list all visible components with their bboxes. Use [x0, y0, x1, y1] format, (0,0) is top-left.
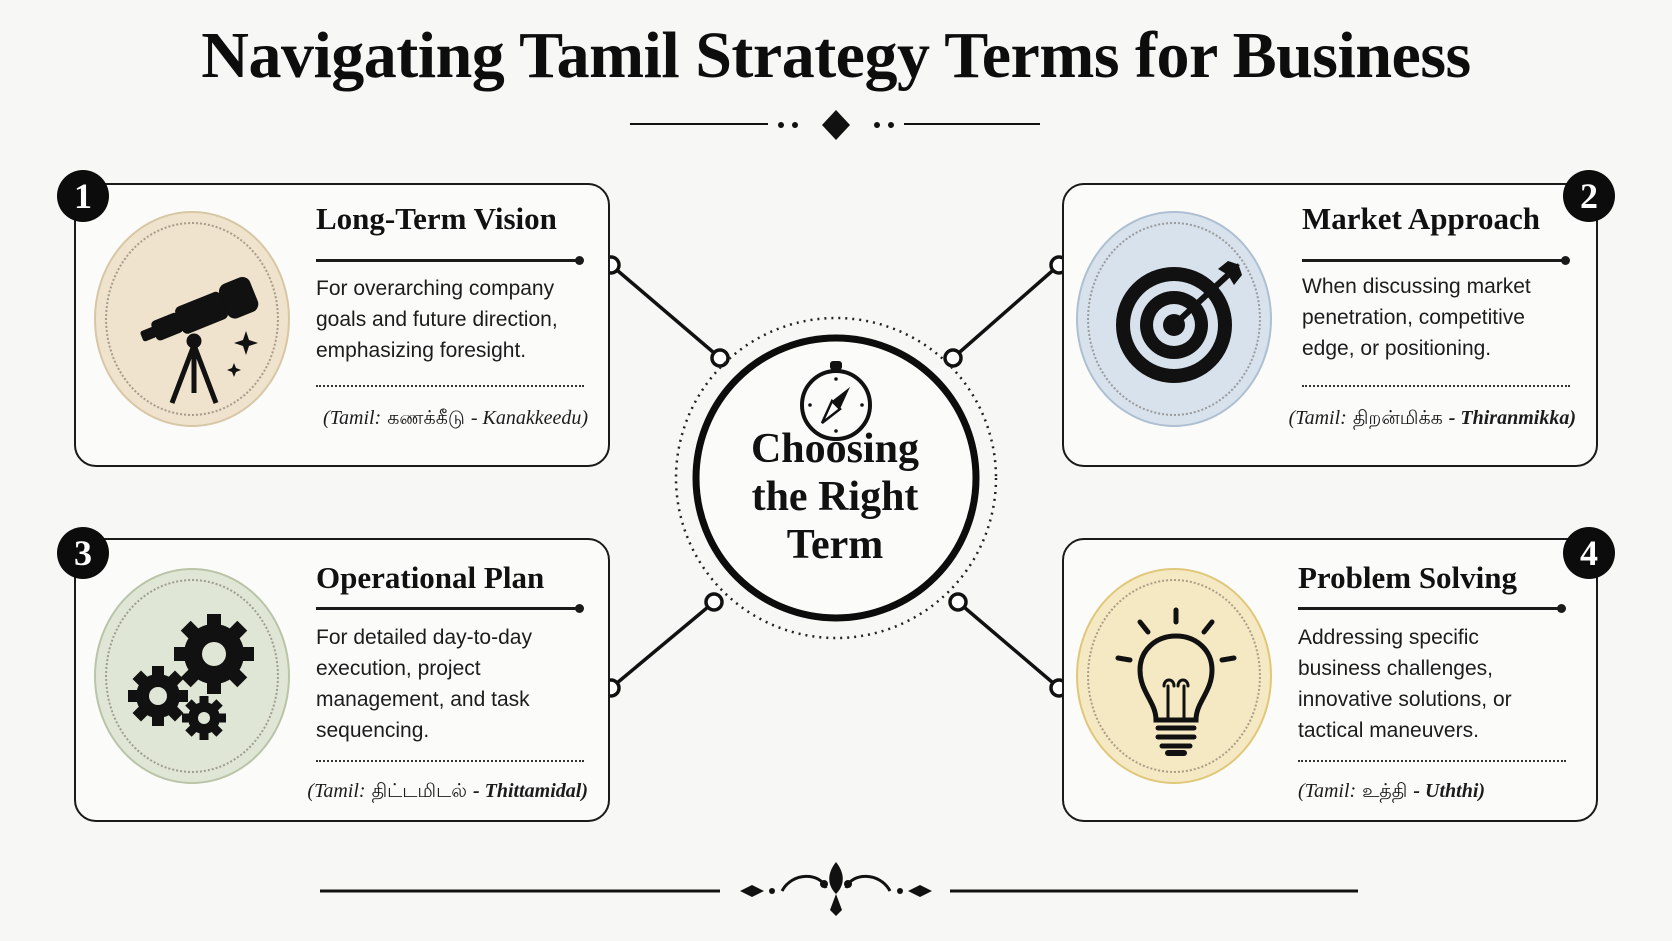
gears-icon: [128, 614, 254, 740]
title-underline: [1302, 256, 1570, 264]
telescope-icon: [140, 276, 259, 404]
bottom-divider-ornament: [320, 862, 1358, 916]
compass-icon: [800, 361, 872, 441]
connector-node: [704, 592, 724, 612]
dotted-separator: [1302, 385, 1570, 387]
connector-node: [948, 592, 968, 612]
card-market-approach: Market Approach When discussing market p…: [1062, 183, 1598, 467]
card-problem-solving: Problem Solving Addressing specific busi…: [1062, 538, 1598, 822]
connector-line-1: [609, 263, 722, 360]
connector-node: [943, 348, 963, 368]
card-description: Addressing specific business challenges,…: [1298, 626, 1512, 742]
tamil-term: (Tamil:கணக்கீடு- Kanakkeedu): [323, 407, 588, 429]
card-operational-plan: Operational Plan For detailed day-to-day…: [74, 538, 610, 822]
number-badge-2: 2: [1563, 170, 1615, 222]
center-label-line: Term: [786, 522, 884, 568]
connector-line-2: [951, 263, 1061, 360]
card-description: For overarching company goals and future…: [316, 277, 558, 362]
card-title: Operational Plan: [316, 560, 545, 595]
icon-circle: [94, 568, 290, 784]
number-badge-3: 3: [57, 527, 109, 579]
icon-circle: [1076, 568, 1272, 784]
dotted-separator: [316, 385, 584, 387]
card-description: When discussing market penetration, comp…: [1302, 275, 1531, 360]
tamil-term: (Tamil:உத்தி- Uththi): [1298, 780, 1486, 802]
connector-line-3: [609, 600, 716, 690]
center-circle: [692, 334, 980, 622]
title-underline: [316, 604, 584, 612]
center-label-line: the Right: [751, 474, 919, 520]
title-underline: [316, 256, 584, 264]
icon-circle: [1076, 211, 1272, 427]
card-title: Market Approach: [1302, 201, 1540, 236]
tamil-term: (Tamil:திட்டமிடல்- Thittamidal): [307, 780, 588, 802]
card-title: Problem Solving: [1298, 560, 1518, 595]
dotted-separator: [316, 760, 584, 762]
center-label: Choosing the Right Term: [735, 425, 935, 569]
icon-circle: [94, 211, 290, 427]
card-title: Long-Term Vision: [316, 201, 557, 236]
dotted-separator: [1298, 760, 1566, 762]
center-dotted-ring: [674, 316, 998, 640]
title-divider-ornament: [630, 110, 1040, 140]
connector-line-4: [956, 600, 1061, 690]
center-label-line: Choosing: [750, 426, 920, 472]
card-long-term-vision: Long-Term Vision For overarching company…: [74, 183, 610, 467]
number-badge-1: 1: [57, 170, 109, 222]
page-title: Navigating Tamil Strategy Terms for Busi…: [201, 19, 1471, 92]
tamil-term: (Tamil:திறன்மிக்க- Thiranmikka): [1288, 407, 1576, 429]
title-underline: [1298, 604, 1566, 612]
card-description: For detailed day-to-day execution, proje…: [316, 626, 532, 742]
number-badge-4: 4: [1563, 527, 1615, 579]
lightbulb-icon: [1115, 607, 1237, 756]
target-icon: [1116, 261, 1242, 383]
